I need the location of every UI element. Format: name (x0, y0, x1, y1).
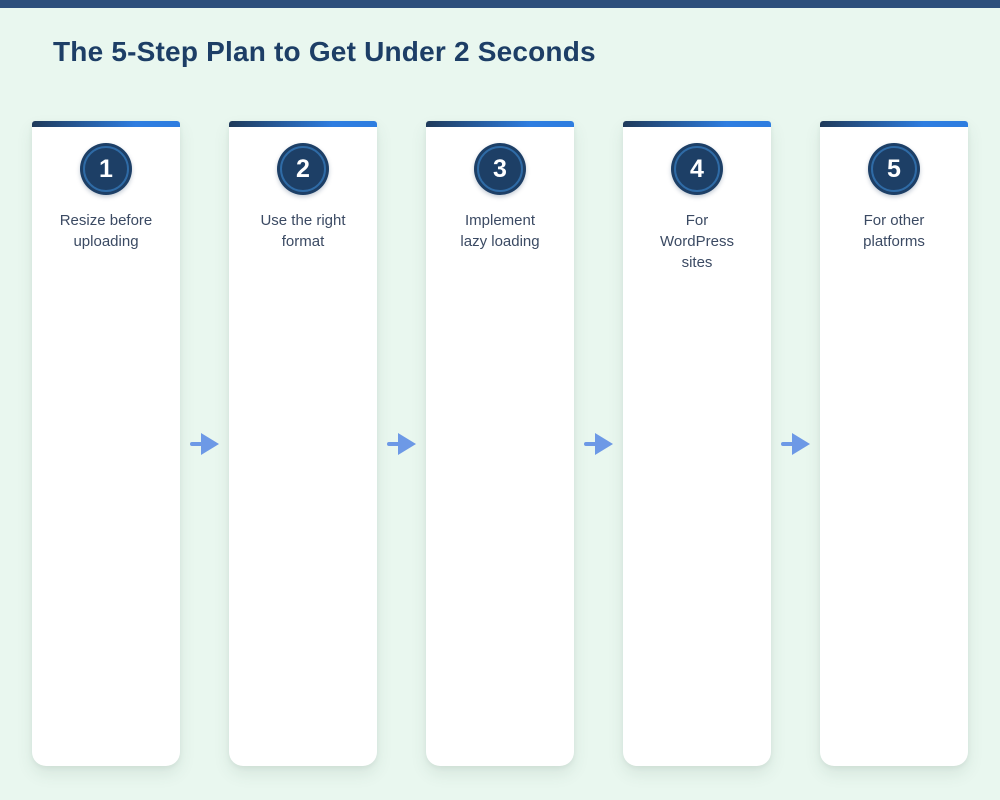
step-label-line: Use the right (260, 212, 346, 229)
arrow-right-icon (583, 432, 613, 455)
step-label: For other platforms (863, 210, 925, 252)
step-label-line: Resize before (59, 212, 153, 229)
arrow-separator (574, 121, 623, 766)
step-card: 1 Resize before uploading (32, 121, 180, 766)
step-label-line: platforms (863, 233, 925, 250)
step-number-badge: 5 (868, 143, 920, 195)
step-label-line: format (281, 233, 325, 250)
steps-row: 1 Resize before uploading 2 Use the right… (32, 121, 968, 766)
step-number: 5 (887, 154, 901, 183)
step-label-line: uploading (73, 233, 139, 250)
card-accent-bar (426, 121, 574, 127)
step-label: Use the right format (260, 210, 345, 252)
step-card: 2 Use the right format (229, 121, 377, 766)
arrow-separator (180, 121, 229, 766)
step-label-line: For (685, 212, 709, 229)
arrow-separator (771, 121, 820, 766)
step-label: Resize before uploading (60, 210, 153, 252)
step-label-line: WordPress (660, 233, 734, 250)
step-label-line: sites (681, 254, 713, 271)
card-accent-bar (820, 121, 968, 127)
step-number-badge: 3 (474, 143, 526, 195)
page-title: The 5-Step Plan to Get Under 2 Seconds (53, 36, 596, 67)
step-number: 1 (99, 154, 113, 183)
arrow-separator (377, 121, 426, 766)
top-accent-bar (0, 0, 1000, 8)
arrow-right-icon (780, 432, 810, 455)
arrow-right-icon (386, 432, 416, 455)
arrow-right-icon (189, 432, 219, 455)
step-number-badge: 2 (277, 143, 329, 195)
card-accent-bar (32, 121, 180, 127)
step-label: Implement lazy loading (460, 210, 539, 252)
step-label-line: lazy loading (460, 233, 540, 250)
step-number: 2 (296, 154, 310, 183)
card-accent-bar (623, 121, 771, 127)
card-accent-bar (229, 121, 377, 127)
step-label-line: Implement (464, 212, 536, 229)
step-number-badge: 4 (671, 143, 723, 195)
step-number-badge: 1 (80, 143, 132, 195)
step-card: 5 For other platforms (820, 121, 968, 766)
step-card: 3 Implement lazy loading (426, 121, 574, 766)
step-label-line: For other (863, 212, 925, 229)
step-number: 3 (493, 154, 507, 183)
step-number: 4 (690, 154, 704, 183)
